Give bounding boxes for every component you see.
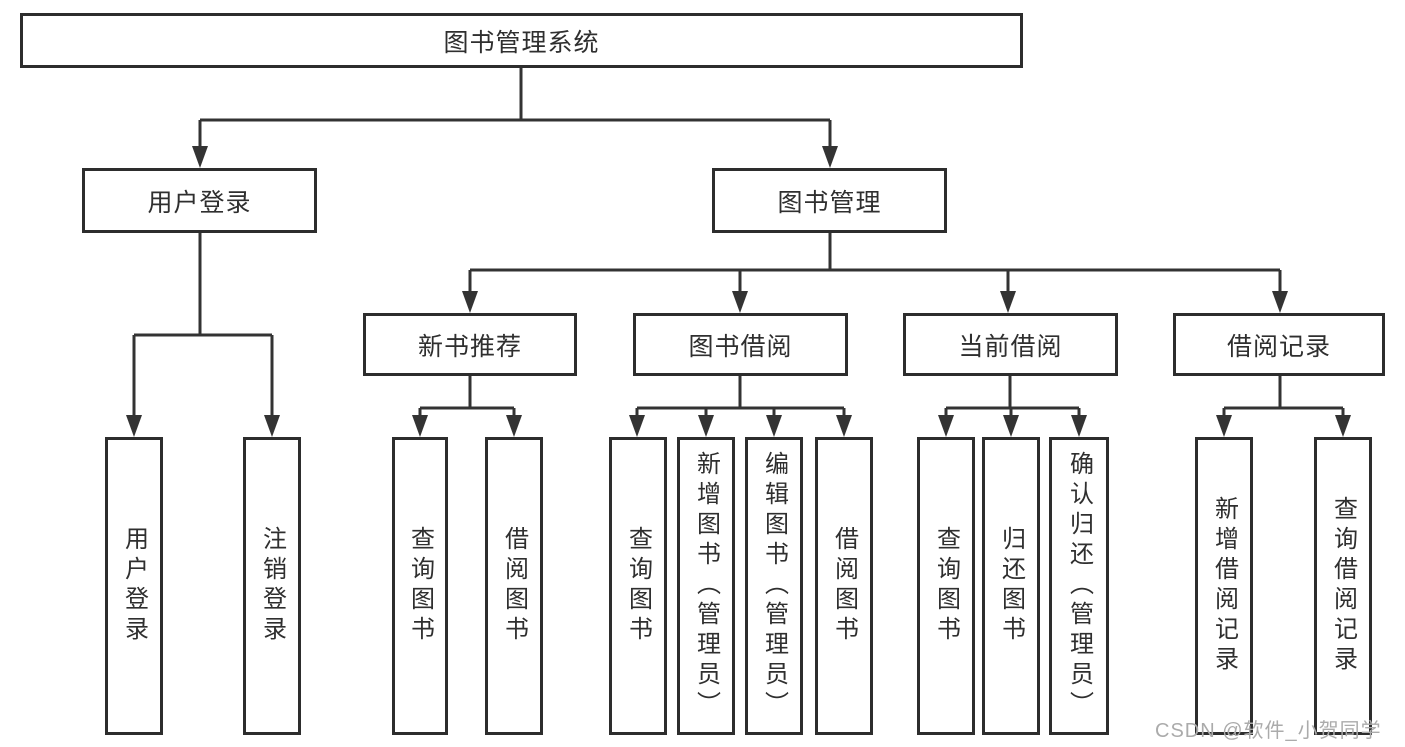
leaf-borrow-books: 借阅图书 — [815, 437, 873, 735]
node-new-book-recommendation: 新书推荐 — [363, 313, 577, 376]
node-book-management: 图书管理 — [712, 168, 947, 233]
leaf-edit-books-admin: 编辑图书（管理员） — [745, 437, 803, 735]
node-user-login-label: 用户登录 — [147, 188, 252, 217]
node-current-borrowing: 当前借阅 — [903, 313, 1118, 376]
leaf-user-login-label: 用户登录 — [120, 526, 148, 646]
leaf-add-books-admin: 新增图书（管理员） — [677, 437, 735, 735]
leaf-logout-label: 注销登录 — [258, 526, 286, 646]
watermark: CSDN @软件_小贺同学 — [1155, 720, 1382, 742]
node-user-login: 用户登录 — [82, 168, 317, 233]
leaf-borrow-books-recommend: 借阅图书 — [485, 437, 543, 735]
node-current-borrowing-label: 当前借阅 — [958, 332, 1063, 361]
leaf-borrow-books-recommend-label: 借阅图书 — [500, 526, 528, 646]
leaf-add-borrow-record-label: 新增借阅记录 — [1210, 496, 1238, 676]
leaf-query-borrow-record-label: 查询借阅记录 — [1329, 496, 1357, 676]
leaf-edit-books-admin-label: 编辑图书（管理员） — [760, 451, 788, 721]
leaf-query-books-recommend-label: 查询图书 — [406, 526, 434, 646]
node-new-book-recommendation-label: 新书推荐 — [417, 332, 522, 361]
node-book-borrowing: 图书借阅 — [633, 313, 848, 376]
leaf-query-books-current-label: 查询图书 — [932, 526, 960, 646]
node-root-label: 图书管理系统 — [443, 28, 600, 57]
leaf-query-books-recommend: 查询图书 — [392, 437, 448, 735]
leaf-confirm-return-admin: 确认归还（管理员） — [1049, 437, 1109, 735]
leaf-add-books-admin-label: 新增图书（管理员） — [692, 451, 720, 721]
leaf-confirm-return-admin-label: 确认归还（管理员） — [1065, 451, 1093, 721]
leaf-query-books-borrow: 查询图书 — [609, 437, 667, 735]
leaf-add-borrow-record: 新增借阅记录 — [1195, 437, 1253, 735]
leaf-query-books-current: 查询图书 — [917, 437, 975, 735]
node-book-borrowing-label: 图书借阅 — [688, 332, 793, 361]
leaf-return-books: 归还图书 — [982, 437, 1040, 735]
leaf-return-books-label: 归还图书 — [997, 526, 1025, 646]
leaf-query-borrow-record: 查询借阅记录 — [1314, 437, 1372, 735]
node-borrowing-records: 借阅记录 — [1173, 313, 1385, 376]
node-book-management-label: 图书管理 — [777, 188, 882, 217]
node-root: 图书管理系统 — [20, 13, 1023, 68]
leaf-borrow-books-label: 借阅图书 — [830, 526, 858, 646]
leaf-user-login: 用户登录 — [105, 437, 163, 735]
leaf-logout: 注销登录 — [243, 437, 301, 735]
leaf-query-books-borrow-label: 查询图书 — [624, 526, 652, 646]
node-borrowing-records-label: 借阅记录 — [1226, 332, 1331, 361]
